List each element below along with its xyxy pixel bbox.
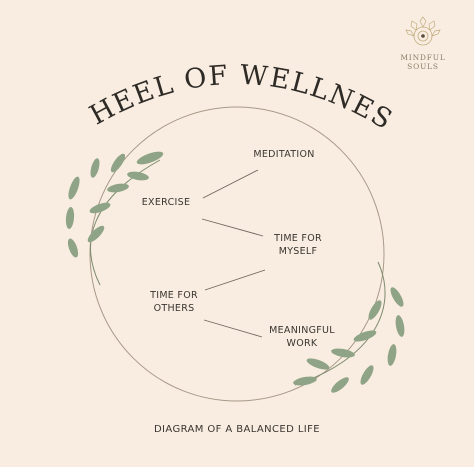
connector-exercise-myself <box>201 218 264 237</box>
label-time-for-others: TIME FOR OTHERS <box>136 289 212 315</box>
diagram-caption: DIAGRAM OF A BALANCED LIFE <box>153 424 321 435</box>
label-meditation-text: MEDITATION <box>253 149 315 160</box>
label-meaningful-work-line1: MEANINGFUL <box>269 325 335 336</box>
brand-line2: SOULS <box>407 62 439 71</box>
leaf-branch-lower-right-icon <box>293 261 405 393</box>
label-time-for-others-line1: TIME FOR <box>150 290 198 301</box>
diagram-title: WHEEL OF WELLNESS <box>0 0 398 136</box>
leaf-branch-upper-left-icon <box>65 151 164 286</box>
brand-name: MINDFUL SOULS <box>398 53 448 71</box>
label-time-for-myself-line2: MYSELF <box>278 246 318 257</box>
wellness-circle <box>89 106 385 402</box>
connector-others-myself <box>204 269 266 291</box>
label-time-for-myself: TIME FOR MYSELF <box>258 232 338 258</box>
lotus-mandala-icon <box>405 16 441 46</box>
label-meaningful-work: MEANINGFUL WORK <box>252 324 352 350</box>
connector-exercise-meditation <box>202 169 259 199</box>
label-time-for-others-line2: OTHERS <box>153 303 195 314</box>
connector-others-work <box>203 319 263 338</box>
label-time-for-myself-line1: TIME FOR <box>274 233 322 244</box>
label-meditation: MEDITATION <box>242 148 326 161</box>
label-meaningful-work-line2: WORK <box>286 338 318 349</box>
label-exercise-text: EXERCISE <box>141 197 191 208</box>
brand-line1: MINDFUL <box>400 53 446 62</box>
label-exercise: EXERCISE <box>128 196 204 209</box>
